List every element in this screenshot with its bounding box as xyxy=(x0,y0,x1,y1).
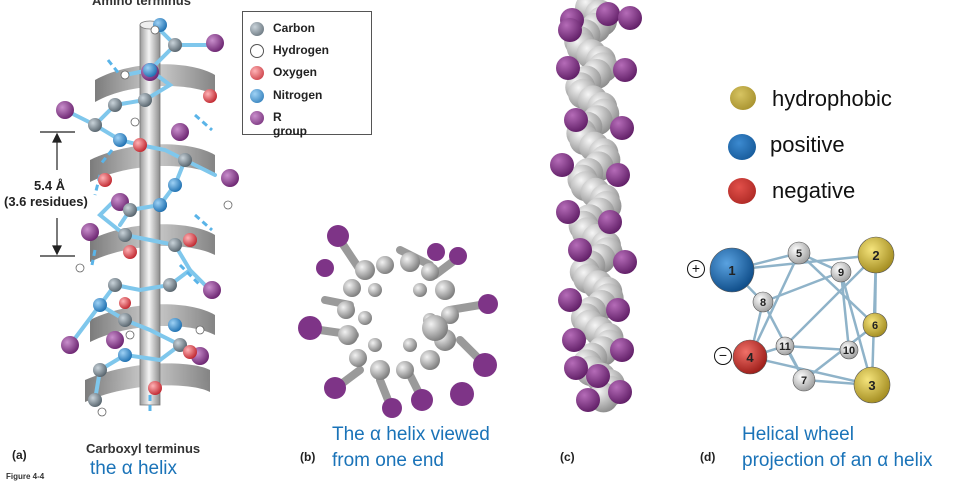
r-group-atom xyxy=(613,58,637,82)
r-group-atom xyxy=(598,210,622,234)
wheel-bond-line xyxy=(803,324,876,381)
r-group-atom xyxy=(550,153,574,177)
residue-11-sphere xyxy=(775,336,795,356)
residue-6-sphere xyxy=(862,312,888,338)
wheel-bond-line xyxy=(784,344,850,352)
wheel-bond-line xyxy=(784,254,877,347)
residue-5-number: 5 xyxy=(796,248,802,260)
panel-c-letter: (c) xyxy=(560,450,575,464)
r-group-atom xyxy=(556,200,580,224)
r-group-swatch-icon xyxy=(250,111,264,125)
oxygen-atoms xyxy=(98,89,217,395)
panel-a-letter: (a) xyxy=(12,448,27,462)
residue-3-number: 3 xyxy=(868,378,875,393)
residue-11-number: 11 xyxy=(779,341,791,353)
residue-4-number: 4 xyxy=(746,350,754,365)
residue-6-number: 6 xyxy=(872,320,878,332)
wheel-bond-line xyxy=(748,252,801,358)
wheel-bond-line xyxy=(839,271,851,351)
residue-8-number: 8 xyxy=(760,297,766,309)
positive-charge-sign: + xyxy=(687,260,705,278)
panel-a-caption: the α helix xyxy=(90,458,178,479)
residue-5-sphere xyxy=(787,241,811,265)
amino-terminus-label: Amino terminus xyxy=(92,0,191,8)
helical-wheel-diagram: 1 2 3 4 5 6 7 8 9 10 11 xyxy=(709,236,895,404)
residue-2-sphere xyxy=(857,236,895,274)
r-group-atom xyxy=(610,116,634,140)
negative-swatch-icon xyxy=(728,178,756,204)
panel-b: (b) The α helix viewed from one end xyxy=(280,200,520,483)
legend-hydrophobic-label: hydrophobic xyxy=(772,86,892,111)
residue-7-sphere xyxy=(792,368,816,392)
r-group-atom xyxy=(564,356,588,380)
residue-2-number: 2 xyxy=(872,248,879,263)
wheel-bond-line xyxy=(762,270,842,304)
pitch-dimension-marker xyxy=(40,131,75,257)
oxygen-swatch-icon xyxy=(250,66,264,80)
alpha-helix-ball-and-stick-model xyxy=(40,18,239,417)
nitrogen-atoms xyxy=(93,18,182,362)
panel-b-letter: (b) xyxy=(300,450,316,464)
r-group-atom xyxy=(606,298,630,322)
wheel-bond-line xyxy=(749,355,873,387)
r-group-atom xyxy=(556,56,580,80)
carboxyl-terminus-label: Carboxyl terminus xyxy=(86,441,201,456)
r-group-atom xyxy=(606,163,630,187)
positive-swatch-icon xyxy=(728,134,756,160)
residues-per-turn-label: (3.6 residues) xyxy=(4,194,88,209)
atom-legend: Carbon Hydrogen Oxygen Nitrogen R group xyxy=(242,11,372,138)
r-group-atom xyxy=(608,380,632,404)
r-group-atom xyxy=(564,108,588,132)
panel-b-caption-line1: The α helix viewed xyxy=(332,424,490,445)
alpha-helix-end-view-model xyxy=(298,225,498,418)
helical-wheel-legend: hydrophobic positive negative xyxy=(680,70,968,210)
carbon-swatch-icon xyxy=(250,22,264,36)
hydrogen-swatch-icon xyxy=(250,44,264,58)
residue-3-sphere xyxy=(853,366,891,404)
panel-d-caption-line2: projection of an α helix xyxy=(742,450,933,471)
figure-number-label: Figure 4-4 xyxy=(6,472,45,481)
r-group-atom xyxy=(618,6,642,30)
nitrogen-swatch-icon xyxy=(250,89,264,103)
residue-8-sphere xyxy=(752,291,774,313)
panel-d-caption-line1: Helical wheel xyxy=(742,424,854,445)
panel-c: (c) xyxy=(540,0,650,483)
r-group-atom xyxy=(576,388,600,412)
residue-1-number: 1 xyxy=(728,263,735,278)
r-group-atom xyxy=(558,18,582,42)
hydrophobic-swatch-icon xyxy=(730,86,756,110)
residue-9-sphere xyxy=(830,261,852,283)
helix-axis-rod xyxy=(139,24,161,406)
pitch-label: 5.4 Å xyxy=(34,178,66,193)
residue-1-sphere xyxy=(709,247,755,293)
residue-7-number: 7 xyxy=(801,375,807,387)
residue-4-sphere xyxy=(732,339,768,375)
panel-b-caption-line2: from one end xyxy=(332,450,444,471)
residue-10-sphere xyxy=(839,340,859,360)
r-group-atom xyxy=(610,338,634,362)
negative-charge-sign: − xyxy=(714,347,732,365)
r-group-atom xyxy=(596,2,620,26)
panel-a: Amino terminus xyxy=(0,0,240,483)
alpha-helix-space-filling-model xyxy=(550,0,642,413)
hydrogen-atoms xyxy=(75,25,233,417)
wheel-bond-line xyxy=(839,271,874,386)
r-group-atom xyxy=(613,250,637,274)
r-group-atom xyxy=(558,288,582,312)
residue-9-number: 9 xyxy=(838,267,844,279)
wheel-bond-line xyxy=(798,252,876,326)
panel-d-letter: (d) xyxy=(700,450,716,464)
residue-10-number: 10 xyxy=(843,345,855,357)
r-group-atom xyxy=(568,238,592,262)
r-group-atom xyxy=(562,328,586,352)
legend-negative-label: negative xyxy=(772,178,856,203)
legend-positive-label: positive xyxy=(770,132,845,157)
r-group-atom xyxy=(586,364,610,388)
